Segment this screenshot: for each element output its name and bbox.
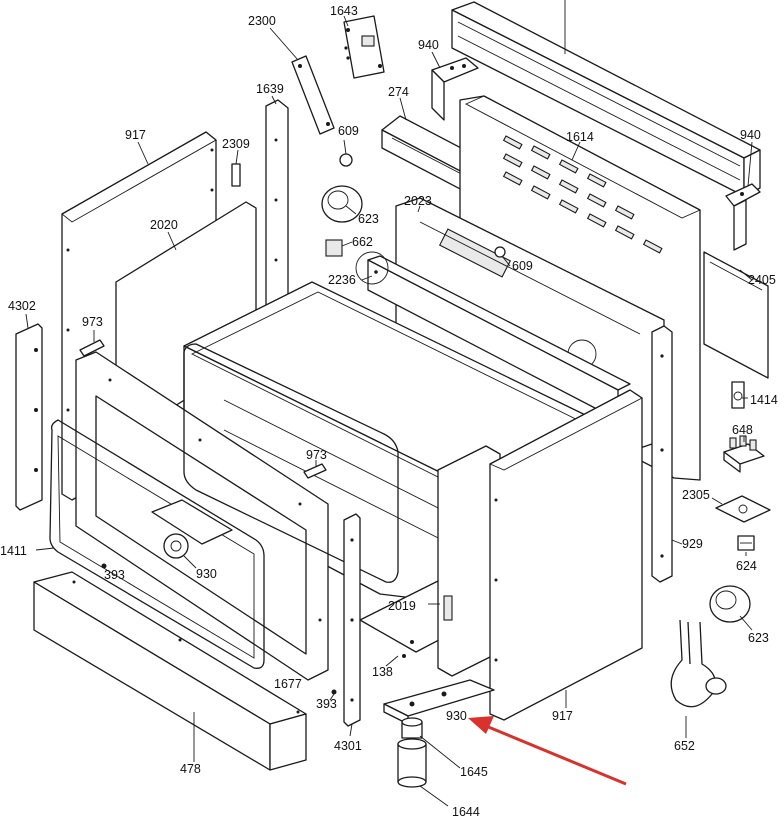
label-2309: 2309 bbox=[222, 137, 250, 151]
oven-gasket-front bbox=[183, 343, 399, 583]
mounting-bracket-top bbox=[431, 57, 479, 121]
label-2023: 2023 bbox=[404, 194, 432, 208]
vent-slots bbox=[502, 135, 663, 254]
label-2019: 2019 bbox=[388, 599, 416, 613]
label-1677: 1677 bbox=[274, 677, 302, 691]
label-478: 478 bbox=[180, 762, 201, 776]
label-1614: 1614 bbox=[566, 130, 594, 144]
relay-board bbox=[343, 15, 385, 79]
left-door-trim bbox=[15, 323, 43, 511]
right-door-trim bbox=[343, 513, 361, 727]
label-929: 929 bbox=[682, 537, 703, 551]
label-609-upper: 609 bbox=[338, 124, 359, 138]
label-930-left: 930 bbox=[196, 567, 217, 581]
door-stop-clip-left bbox=[79, 339, 105, 357]
label-940-top: 940 bbox=[418, 38, 439, 52]
thermal-switch bbox=[731, 381, 745, 409]
label-2300: 2300 bbox=[248, 14, 276, 28]
label-2405: 2405 bbox=[748, 273, 776, 287]
label-973-left: 973 bbox=[82, 315, 103, 329]
screw-lower bbox=[331, 689, 337, 695]
label-274: 274 bbox=[388, 85, 409, 99]
right-rail bbox=[651, 325, 673, 583]
label-623-upper: 623 bbox=[358, 212, 379, 226]
label-917-left: 917 bbox=[125, 128, 146, 142]
roller-1644 bbox=[397, 738, 427, 788]
label-652: 652 bbox=[674, 739, 695, 753]
door-hinge-left bbox=[151, 499, 233, 559]
oven-light-socket-upper bbox=[339, 153, 353, 167]
rear-cover-panel bbox=[703, 251, 769, 379]
oven-light-lens-lower bbox=[709, 585, 751, 623]
label-138: 138 bbox=[372, 665, 393, 679]
wire-harness bbox=[670, 619, 727, 708]
right-side-panel bbox=[488, 389, 643, 721]
label-4301: 4301 bbox=[334, 739, 362, 753]
label-623-lower: 623 bbox=[748, 631, 769, 645]
label-930-right: 930 bbox=[446, 709, 467, 723]
side-clip bbox=[231, 163, 241, 187]
label-662: 662 bbox=[352, 235, 373, 249]
label-393-upper: 393 bbox=[104, 568, 125, 582]
label-1643: 1643 bbox=[330, 4, 358, 18]
label-2305: 2305 bbox=[682, 488, 710, 502]
highlight-arrow bbox=[468, 716, 627, 786]
label-393-lower: 393 bbox=[316, 697, 337, 711]
door-stop-clip-middle bbox=[303, 463, 327, 479]
terminal-block bbox=[723, 435, 765, 473]
oven-light-lens-upper bbox=[321, 185, 363, 223]
bottom-kick-panel bbox=[33, 571, 307, 771]
part-labels: 1643 2300 940 940 274 1639 917 2309 609 … bbox=[0, 4, 778, 819]
lamp-socket-lower bbox=[737, 535, 755, 551]
label-2236: 2236 bbox=[328, 273, 356, 287]
lamp-holder bbox=[325, 239, 343, 257]
door-hinge-right bbox=[383, 679, 495, 725]
label-1411: 1411 bbox=[0, 544, 27, 558]
label-917-right: 917 bbox=[552, 709, 573, 723]
label-624: 624 bbox=[736, 559, 757, 573]
light-socket-rear bbox=[494, 246, 506, 258]
mounting-bracket-right bbox=[725, 183, 761, 251]
label-4302: 4302 bbox=[8, 299, 36, 313]
control-board bbox=[291, 55, 335, 135]
label-2020: 2020 bbox=[150, 218, 178, 232]
roller-1645 bbox=[401, 717, 423, 739]
light-mount-plate bbox=[715, 495, 771, 523]
label-1645: 1645 bbox=[460, 765, 488, 779]
label-1644: 1644 bbox=[452, 805, 480, 819]
screw-upper bbox=[101, 563, 107, 569]
label-648: 648 bbox=[732, 423, 753, 437]
label-940-right: 940 bbox=[740, 128, 761, 142]
label-973-middle: 973 bbox=[306, 448, 327, 462]
side-divider-panel bbox=[437, 445, 501, 677]
label-1414: 1414 bbox=[750, 393, 778, 407]
label-609-rear: 609 bbox=[512, 259, 533, 273]
label-1639: 1639 bbox=[256, 82, 284, 96]
